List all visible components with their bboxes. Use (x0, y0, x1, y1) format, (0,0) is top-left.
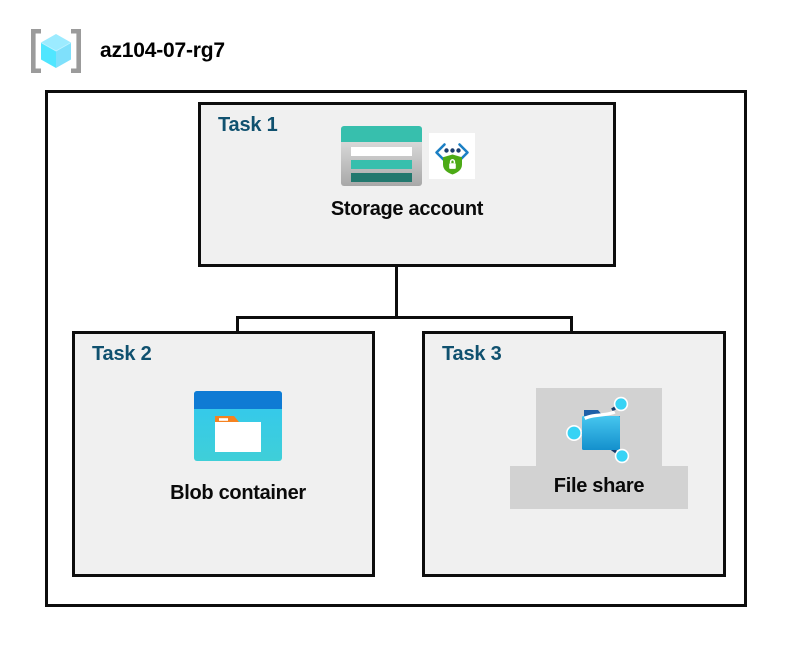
node-caption-storage-account: Storage account (330, 198, 484, 220)
node-storage-account[interactable]: Storage account (274, 124, 540, 221)
storage-account-icon-row (340, 124, 475, 188)
node-file-share[interactable]: File share (510, 388, 688, 509)
resource-group-cube-icon (28, 26, 84, 76)
task-label-1: Task 1 (218, 114, 278, 136)
node-blob-container[interactable]: Blob container (150, 390, 326, 505)
node-caption-blob-container: Blob container (170, 482, 306, 504)
file-share-icon (562, 394, 636, 466)
node-caption-file-share: File share (553, 475, 645, 497)
file-share-icon-highlight (536, 388, 662, 466)
blob-container-icon (193, 390, 283, 462)
file-share-caption-highlight: File share (510, 466, 688, 509)
storage-account-icon (340, 125, 423, 187)
task-label-2: Task 2 (92, 343, 152, 365)
task-label-3: Task 3 (442, 343, 502, 365)
secure-endpoint-shield-icon (428, 133, 475, 179)
page-title: az104-07-rg7 (100, 39, 225, 62)
resource-group-header: az104-07-rg7 (28, 26, 225, 76)
